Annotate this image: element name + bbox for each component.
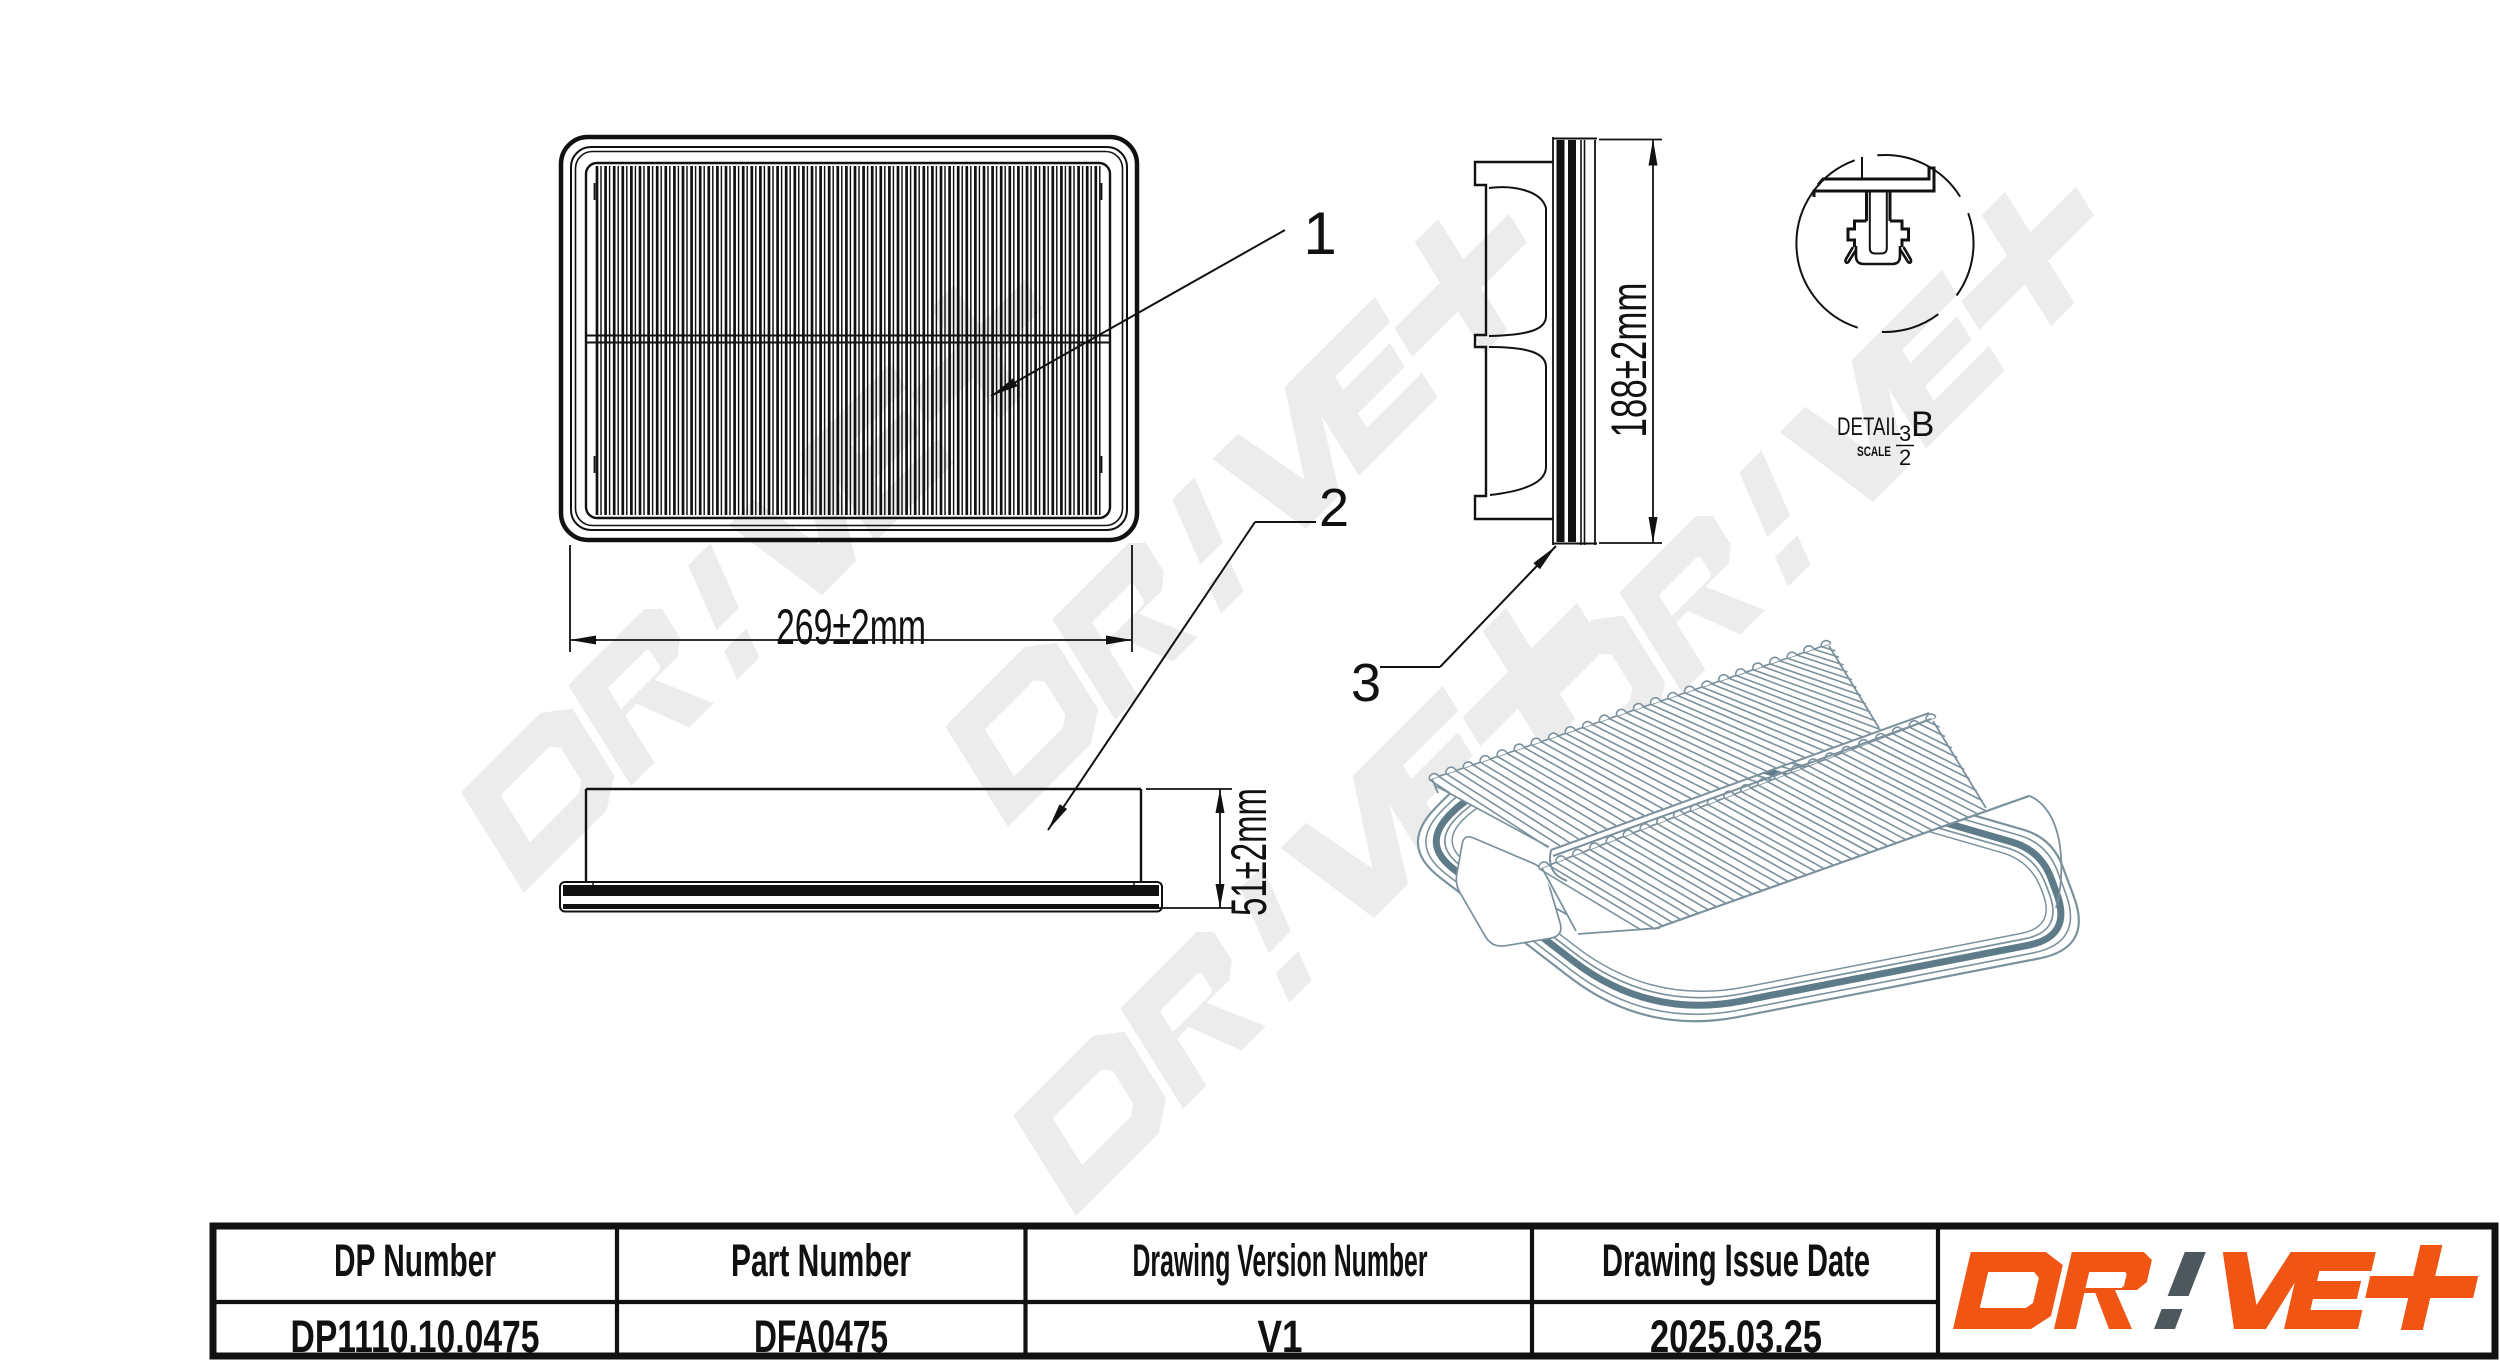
svg-text:Drawing Issue Date: Drawing Issue Date bbox=[1602, 1235, 1870, 1286]
svg-text:3: 3 bbox=[1899, 421, 1911, 446]
svg-text:1: 1 bbox=[1303, 200, 1336, 267]
svg-text:2025.03.25: 2025.03.25 bbox=[1650, 1311, 1822, 1362]
svg-text:DP1110.10.0475: DP1110.10.0475 bbox=[291, 1311, 540, 1362]
svg-text:DETAIL: DETAIL bbox=[1837, 413, 1901, 441]
svg-text:DFA0475: DFA0475 bbox=[754, 1311, 888, 1362]
svg-text:51±2mm: 51±2mm bbox=[1221, 788, 1277, 916]
svg-text:188±2mm: 188±2mm bbox=[1601, 283, 1657, 438]
svg-text:2: 2 bbox=[1319, 478, 1349, 538]
svg-text:2: 2 bbox=[1899, 445, 1911, 470]
svg-text:B: B bbox=[1911, 405, 1934, 444]
svg-text:SCALE: SCALE bbox=[1857, 443, 1891, 459]
svg-text:269±2mm: 269±2mm bbox=[776, 599, 926, 655]
svg-text:Drawing Version Number: Drawing Version Number bbox=[1133, 1235, 1428, 1286]
svg-text:3: 3 bbox=[1351, 653, 1381, 713]
svg-text:DP Number: DP Number bbox=[334, 1235, 496, 1286]
svg-text:V1: V1 bbox=[1258, 1311, 1303, 1362]
svg-text:Part Number: Part Number bbox=[731, 1235, 911, 1286]
